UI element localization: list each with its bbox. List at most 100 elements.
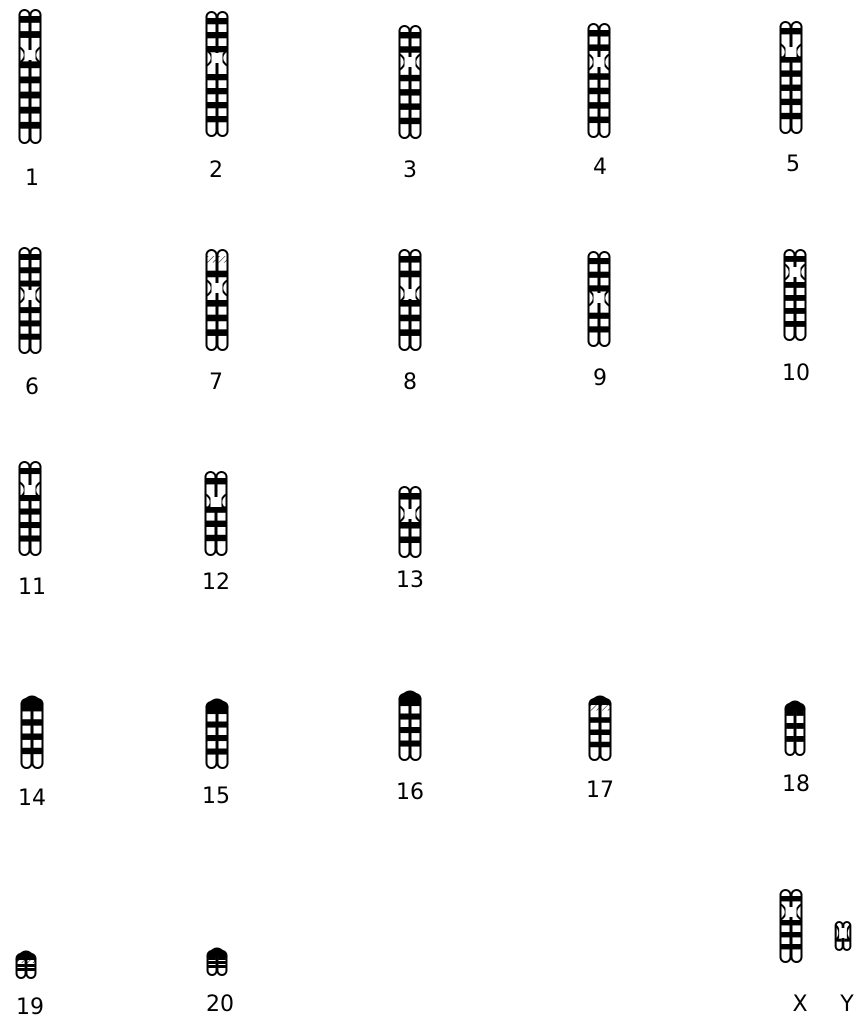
dark-band xyxy=(208,18,216,24)
dark-band xyxy=(218,535,226,541)
chromosome-7 xyxy=(207,250,228,350)
dark-band xyxy=(782,28,790,34)
label-chromosome-19: 19 xyxy=(0,995,60,1021)
centromere-gap xyxy=(25,290,36,300)
acrocentric-cap xyxy=(208,949,227,957)
chromatid-body xyxy=(206,472,216,555)
dark-band xyxy=(401,89,409,95)
dark-band xyxy=(218,478,226,484)
dark-band xyxy=(590,258,598,264)
dark-band xyxy=(412,89,420,95)
dark-band xyxy=(32,92,40,99)
centromere-gap xyxy=(594,57,605,67)
dark-band xyxy=(219,708,227,714)
dark-band xyxy=(787,736,794,742)
dark-band xyxy=(793,85,801,91)
label-chromosome-8: 8 xyxy=(380,370,440,396)
dark-band xyxy=(786,295,794,301)
chromosome-14 xyxy=(22,697,43,768)
acrocentric-cap xyxy=(400,692,421,700)
dark-band xyxy=(590,30,598,36)
dark-band xyxy=(219,315,227,322)
centromere-gap xyxy=(405,289,416,299)
centromere-gap xyxy=(786,907,797,917)
acrocentric-cap xyxy=(590,697,611,705)
dark-band xyxy=(21,122,29,129)
dark-band xyxy=(401,329,409,336)
dark-band xyxy=(793,896,801,901)
label-chromosome-15: 15 xyxy=(186,784,246,810)
chromosome-8 xyxy=(400,250,421,350)
dark-band xyxy=(208,329,216,336)
centromere-gap xyxy=(786,47,797,57)
chromosome-3 xyxy=(400,26,421,138)
dark-band xyxy=(21,509,29,515)
dark-band xyxy=(591,730,599,736)
dark-band xyxy=(21,334,29,340)
dark-band xyxy=(793,70,801,76)
dark-band xyxy=(32,16,40,23)
dark-band xyxy=(601,44,609,50)
centromere-gap xyxy=(212,283,223,293)
dark-band xyxy=(207,478,215,484)
dark-band xyxy=(787,723,794,729)
label-chromosome-1: 1 xyxy=(2,166,62,192)
centromere-gap xyxy=(594,293,605,303)
dark-band xyxy=(412,271,420,278)
dark-band xyxy=(401,522,409,529)
dark-band xyxy=(602,730,610,736)
dark-band xyxy=(793,99,801,105)
dark-band xyxy=(219,18,227,24)
dark-band xyxy=(32,522,40,528)
label-chromosome-4: 4 xyxy=(570,155,630,181)
chromosome-16 xyxy=(400,692,421,760)
dark-band xyxy=(219,102,227,108)
label-chromosome-11: 11 xyxy=(2,575,62,601)
acrocentric-cap xyxy=(22,697,43,705)
dark-band xyxy=(590,117,598,123)
dark-band xyxy=(219,329,227,336)
dark-band xyxy=(412,256,420,263)
dark-band xyxy=(209,957,216,960)
dark-band xyxy=(786,321,794,327)
dark-band xyxy=(208,749,216,755)
dark-band xyxy=(401,256,409,263)
dark-band xyxy=(412,118,420,124)
dark-band xyxy=(32,536,40,542)
dark-band xyxy=(601,272,609,278)
dark-band xyxy=(32,468,40,474)
dark-band xyxy=(208,88,216,94)
dark-band xyxy=(23,748,31,754)
dark-band xyxy=(412,727,420,733)
centromere-gap xyxy=(790,267,801,277)
dark-band xyxy=(590,326,598,332)
dark-band xyxy=(797,321,805,327)
dark-band xyxy=(27,968,34,971)
dark-band xyxy=(219,271,227,278)
chromosome-X xyxy=(781,890,802,962)
dark-band xyxy=(412,714,420,720)
dark-band xyxy=(793,28,801,34)
chromosome-1 xyxy=(20,10,41,143)
dark-band xyxy=(401,741,409,747)
dark-band xyxy=(32,320,40,326)
dark-band xyxy=(590,88,598,94)
dark-band xyxy=(208,116,216,122)
dark-band xyxy=(401,315,409,322)
dark-band xyxy=(21,254,29,260)
dark-band xyxy=(401,118,409,124)
label-chromosome-18: 18 xyxy=(766,772,826,798)
chromatid-body xyxy=(217,472,227,555)
dark-band xyxy=(590,102,598,108)
dark-band xyxy=(32,31,40,38)
dark-band xyxy=(793,944,801,949)
dark-band xyxy=(601,102,609,108)
dark-band xyxy=(219,88,227,94)
dark-band xyxy=(782,70,790,76)
dark-band xyxy=(796,710,803,716)
label-chromosome-5: 5 xyxy=(763,152,823,178)
dark-band xyxy=(208,300,216,307)
centromere-gap xyxy=(405,57,416,67)
dark-band xyxy=(34,748,42,754)
